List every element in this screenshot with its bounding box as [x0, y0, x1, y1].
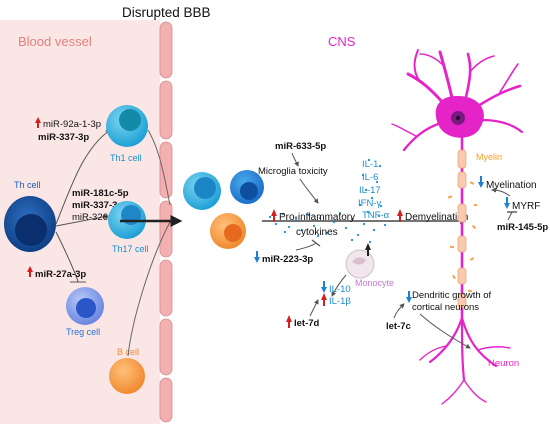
mir-633-label: miR-633-5p	[275, 141, 326, 152]
neuron-nucleolus	[455, 115, 461, 121]
microglia-label: Microglia toxicity	[258, 166, 328, 177]
dendritic-label-2: cortical neurons	[412, 302, 479, 313]
myrf-down-arrow	[504, 197, 510, 209]
infiltrated-cells	[183, 170, 264, 249]
differentiation-lines	[55, 129, 111, 283]
mir-145-inhibit-line	[507, 211, 513, 221]
proinflam-label-1: Pro-inflammatory	[279, 212, 355, 223]
microglia-arrow	[299, 178, 319, 204]
th-cell	[4, 196, 56, 252]
mir-633-arrow	[291, 152, 299, 167]
cns-label: CNS	[328, 34, 356, 49]
il6-label: IL-6	[362, 172, 378, 183]
il1b-label: IL-1β	[329, 296, 351, 307]
mir-223-inhibit-bar	[311, 239, 321, 247]
myrf-arrow	[491, 187, 511, 197]
il10-label: IL-10	[329, 284, 351, 295]
treg-cell-label: Treg cell	[66, 327, 100, 337]
il1b-up-arrow	[321, 293, 327, 306]
let7c-label: let-7c	[386, 321, 411, 332]
dendritic-arrow	[419, 313, 471, 349]
th1-cell-label: Th1 cell	[110, 153, 142, 163]
proinflam-label-2: cytokines	[296, 227, 338, 238]
tnf-label: TNF-α	[362, 210, 390, 221]
myelin-sheath	[457, 149, 467, 309]
mir-92a-label: miR-92a-1-3p	[43, 119, 101, 130]
let7d-label: let-7d	[294, 318, 320, 329]
myelination-label: Myelination	[486, 180, 537, 191]
mir-145-label: miR-145-5p	[497, 222, 548, 233]
migration-lines	[127, 129, 171, 357]
mir-223-label: miR-223-3p	[262, 254, 313, 265]
myelin-debris	[447, 181, 477, 293]
mir-27a-label: miR-27a-3p	[35, 269, 86, 280]
ifn-label: IFN-γ	[358, 198, 381, 209]
il17-label: IL-17	[359, 185, 381, 196]
blood-vessel-label: Blood vessel	[18, 34, 92, 49]
monocyte-label: Monocyte	[355, 278, 394, 288]
th-cell-label: Th cell	[14, 180, 41, 190]
mir-337-label-b: miR-337-3p	[72, 200, 123, 211]
myelination-down-arrow	[478, 176, 484, 188]
il1-label: IL-1	[362, 159, 378, 170]
mir-223-down-arrow	[254, 251, 260, 263]
myelin-label: Myelin	[476, 152, 502, 162]
cytokine-dots	[268, 158, 387, 244]
demyelination-label: Demyelination	[405, 212, 468, 223]
let7d-arrow	[309, 299, 319, 317]
mir-337-label-a: miR-337-3p	[38, 132, 89, 143]
up-arrows-left	[27, 117, 41, 277]
il10-down-arrow	[321, 281, 327, 293]
b-cell	[109, 358, 145, 394]
neuron-label: Neuron	[488, 358, 519, 369]
demyelination-up-arrow	[397, 209, 403, 222]
mir-181c-label: miR-181c-5p	[72, 188, 129, 199]
mir-223-inhibit-line	[295, 242, 317, 251]
th17-cell-label: Th17 cell	[112, 244, 149, 254]
let7d-up-arrow	[286, 315, 292, 328]
mir-326-label: miR-326-5p	[72, 212, 122, 223]
monocyte-up-arrow-top	[365, 243, 371, 256]
diagram-title: Disrupted BBB	[122, 5, 211, 20]
let7c-arrow	[393, 303, 405, 319]
th1-cell	[106, 105, 148, 147]
monocyte-arrow	[331, 274, 347, 297]
treg-cell	[66, 287, 104, 325]
dendritic-down-arrow	[406, 291, 412, 303]
monocyte-cell	[345, 249, 375, 279]
dendritic-label-1: Dendritic growth of	[412, 290, 492, 301]
proinflam-up-arrow	[271, 209, 277, 222]
bbb-endothelial-column	[159, 21, 173, 423]
myrf-label: MYRF	[512, 201, 540, 212]
